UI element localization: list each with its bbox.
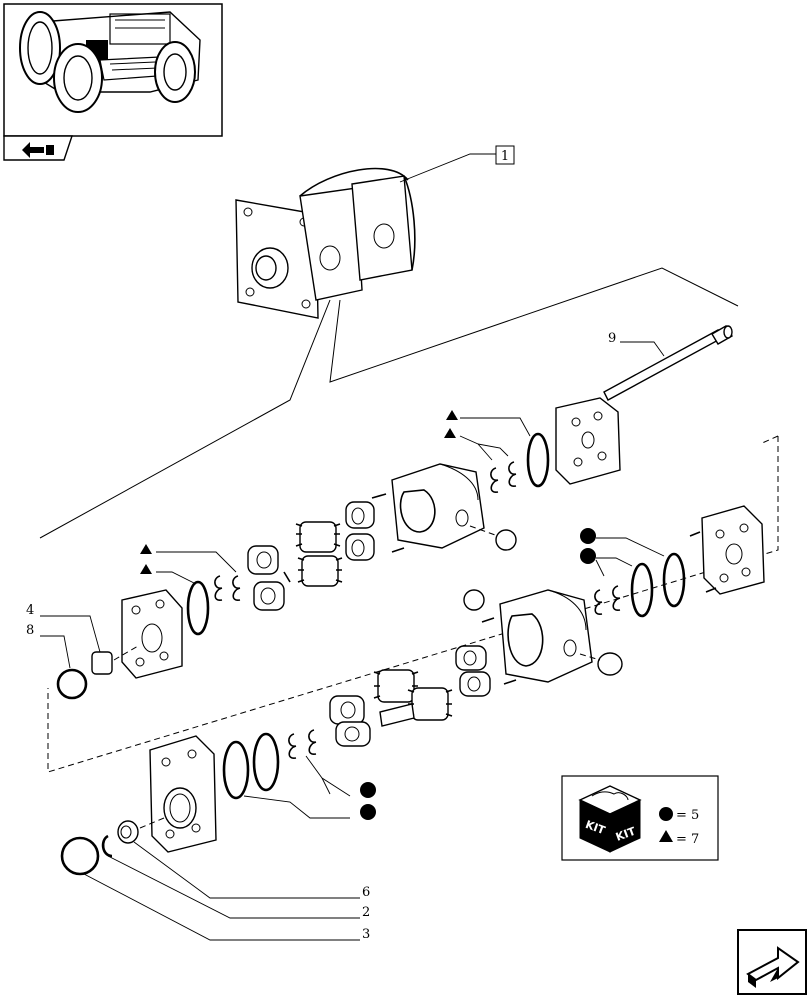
tie-bolt [603, 325, 733, 401]
callout-1: 1 [495, 145, 515, 165]
triangle-kit-qty: = 7 [676, 832, 699, 847]
front-seals-upper [186, 575, 241, 636]
callout-3: 3 [362, 927, 370, 942]
lower-bushings [455, 589, 491, 697]
callout-2: 2 [362, 905, 370, 920]
circle-marker [659, 807, 673, 821]
upper-gears [295, 521, 343, 587]
upper-seals [490, 432, 550, 493]
rear-cover [555, 397, 621, 485]
triangle-marker [140, 544, 152, 554]
back-arrow-icon[interactable] [22, 142, 54, 158]
svg-text:1: 1 [501, 149, 509, 164]
circle-marker [580, 528, 596, 544]
circle-marker [360, 782, 376, 798]
front-seals-lower [222, 729, 317, 800]
triangle-marker [446, 410, 458, 420]
plug [597, 652, 623, 676]
intermediate-flange [701, 505, 765, 595]
triangle-marker [659, 830, 673, 842]
kit-enclosure [47, 436, 779, 773]
triangle-marker [140, 564, 152, 574]
callout-8: 8 [26, 623, 34, 638]
forward-arrow-icon[interactable] [737, 929, 807, 995]
callout-9: 9 [608, 331, 616, 346]
plug [495, 529, 517, 551]
shaft-seal-6 [117, 820, 139, 844]
triangle-marker [444, 428, 456, 438]
lower-pump-housing [499, 589, 593, 683]
outer-o-ring-3 [60, 836, 100, 876]
front-bushings-upper [247, 545, 285, 611]
circlip-2 [101, 834, 113, 858]
front-cover-lower [149, 735, 217, 853]
upper-pump-housing [391, 463, 485, 549]
pump-assembly [235, 167, 416, 319]
circle-marker [580, 548, 596, 564]
kit-legend: KIT KIT = 5 = 7 [561, 775, 719, 861]
front-bushings-lower [329, 695, 371, 747]
front-seal-4 [91, 651, 113, 675]
front-flange [121, 589, 183, 679]
callout-4: 4 [26, 603, 34, 618]
front-o-ring-8 [56, 668, 88, 700]
tractor-thumbnail[interactable] [3, 3, 223, 161]
rear-seals-lower [594, 552, 686, 618]
lower-gears [373, 669, 453, 727]
circle-kit-qty: = 5 [676, 808, 699, 823]
upper-bushings [345, 501, 375, 561]
callout-6: 6 [362, 885, 370, 900]
circle-marker [360, 804, 376, 820]
